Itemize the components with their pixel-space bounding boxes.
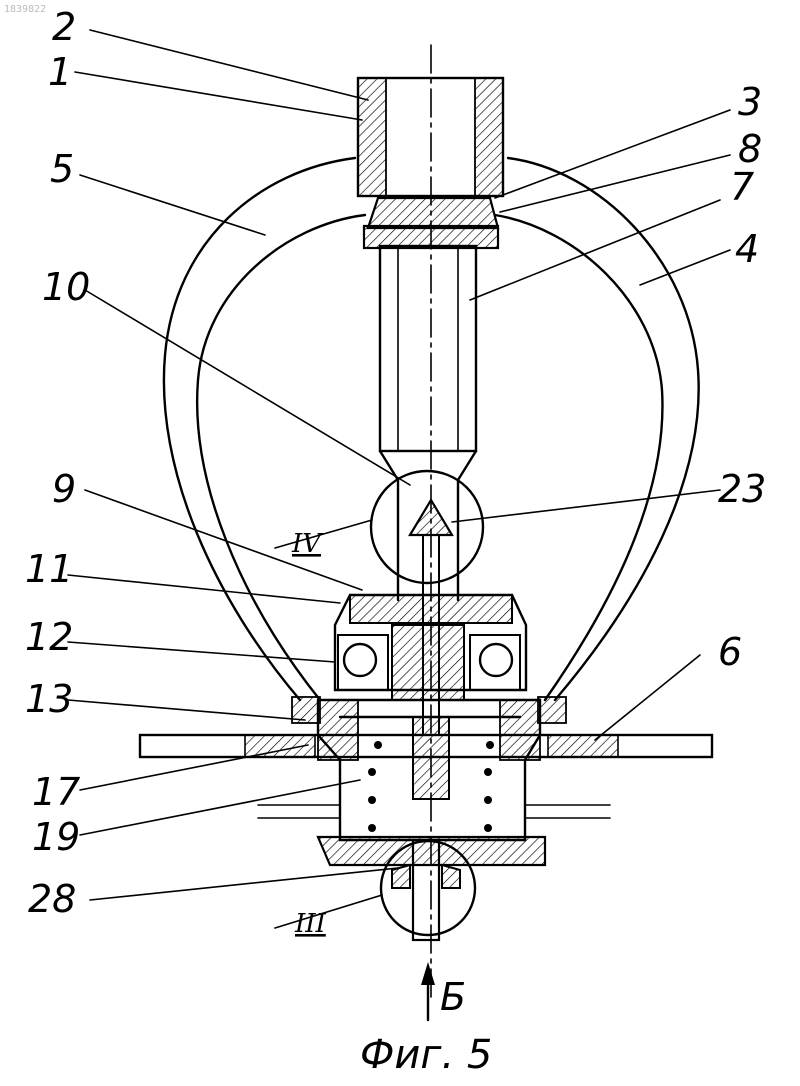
figure-caption: Фиг. 5: [360, 1032, 492, 1078]
part-label-5: 5: [50, 147, 74, 191]
clamp-ring: [364, 226, 498, 248]
part-label-19: 19: [32, 815, 80, 859]
bearing-inner-sleeve: [392, 625, 464, 700]
nozzle-seat: [392, 865, 460, 888]
top-nipple-wall-right: [475, 78, 503, 196]
part-label-10: 10: [42, 265, 90, 309]
bearing-ball-left: [344, 644, 376, 676]
lower-body-wall-left: [318, 700, 358, 760]
view-arrow-head: [421, 962, 435, 985]
part-label-28: 28: [28, 877, 76, 921]
part-label-11: 11: [25, 547, 73, 591]
part-label-13: 13: [25, 677, 73, 721]
gasket-ring: [368, 198, 498, 228]
view-arrow-label: Б: [440, 975, 466, 1019]
part-label-3: 3: [738, 80, 762, 124]
part-label-4: 4: [735, 227, 759, 271]
top-nipple-wall-left: [358, 78, 386, 196]
part-label-6: 6: [718, 630, 742, 674]
part-label-1: 1: [48, 50, 72, 94]
valve-cone: [410, 500, 452, 535]
leader-lines: [68, 30, 730, 928]
part-label-2: 2: [52, 5, 76, 49]
part-label-23: 23: [718, 467, 766, 511]
housing-cap: [350, 595, 512, 623]
detail-label-iv: IV: [291, 529, 323, 559]
part-label-9: 9: [52, 467, 76, 511]
tube: [380, 246, 476, 451]
bearing-ball-right: [480, 644, 512, 676]
fastener-right: [538, 697, 566, 723]
plunger: [413, 717, 449, 799]
part-label-17: 17: [32, 770, 80, 814]
base-plate-hatch-right: [548, 735, 618, 757]
detail-label-iii: III: [294, 909, 327, 939]
part-label-12: 12: [25, 615, 73, 659]
watermark-text: 1839822: [4, 4, 46, 15]
part-label-7: 7: [730, 165, 754, 209]
lower-body-wall-right: [500, 700, 540, 760]
